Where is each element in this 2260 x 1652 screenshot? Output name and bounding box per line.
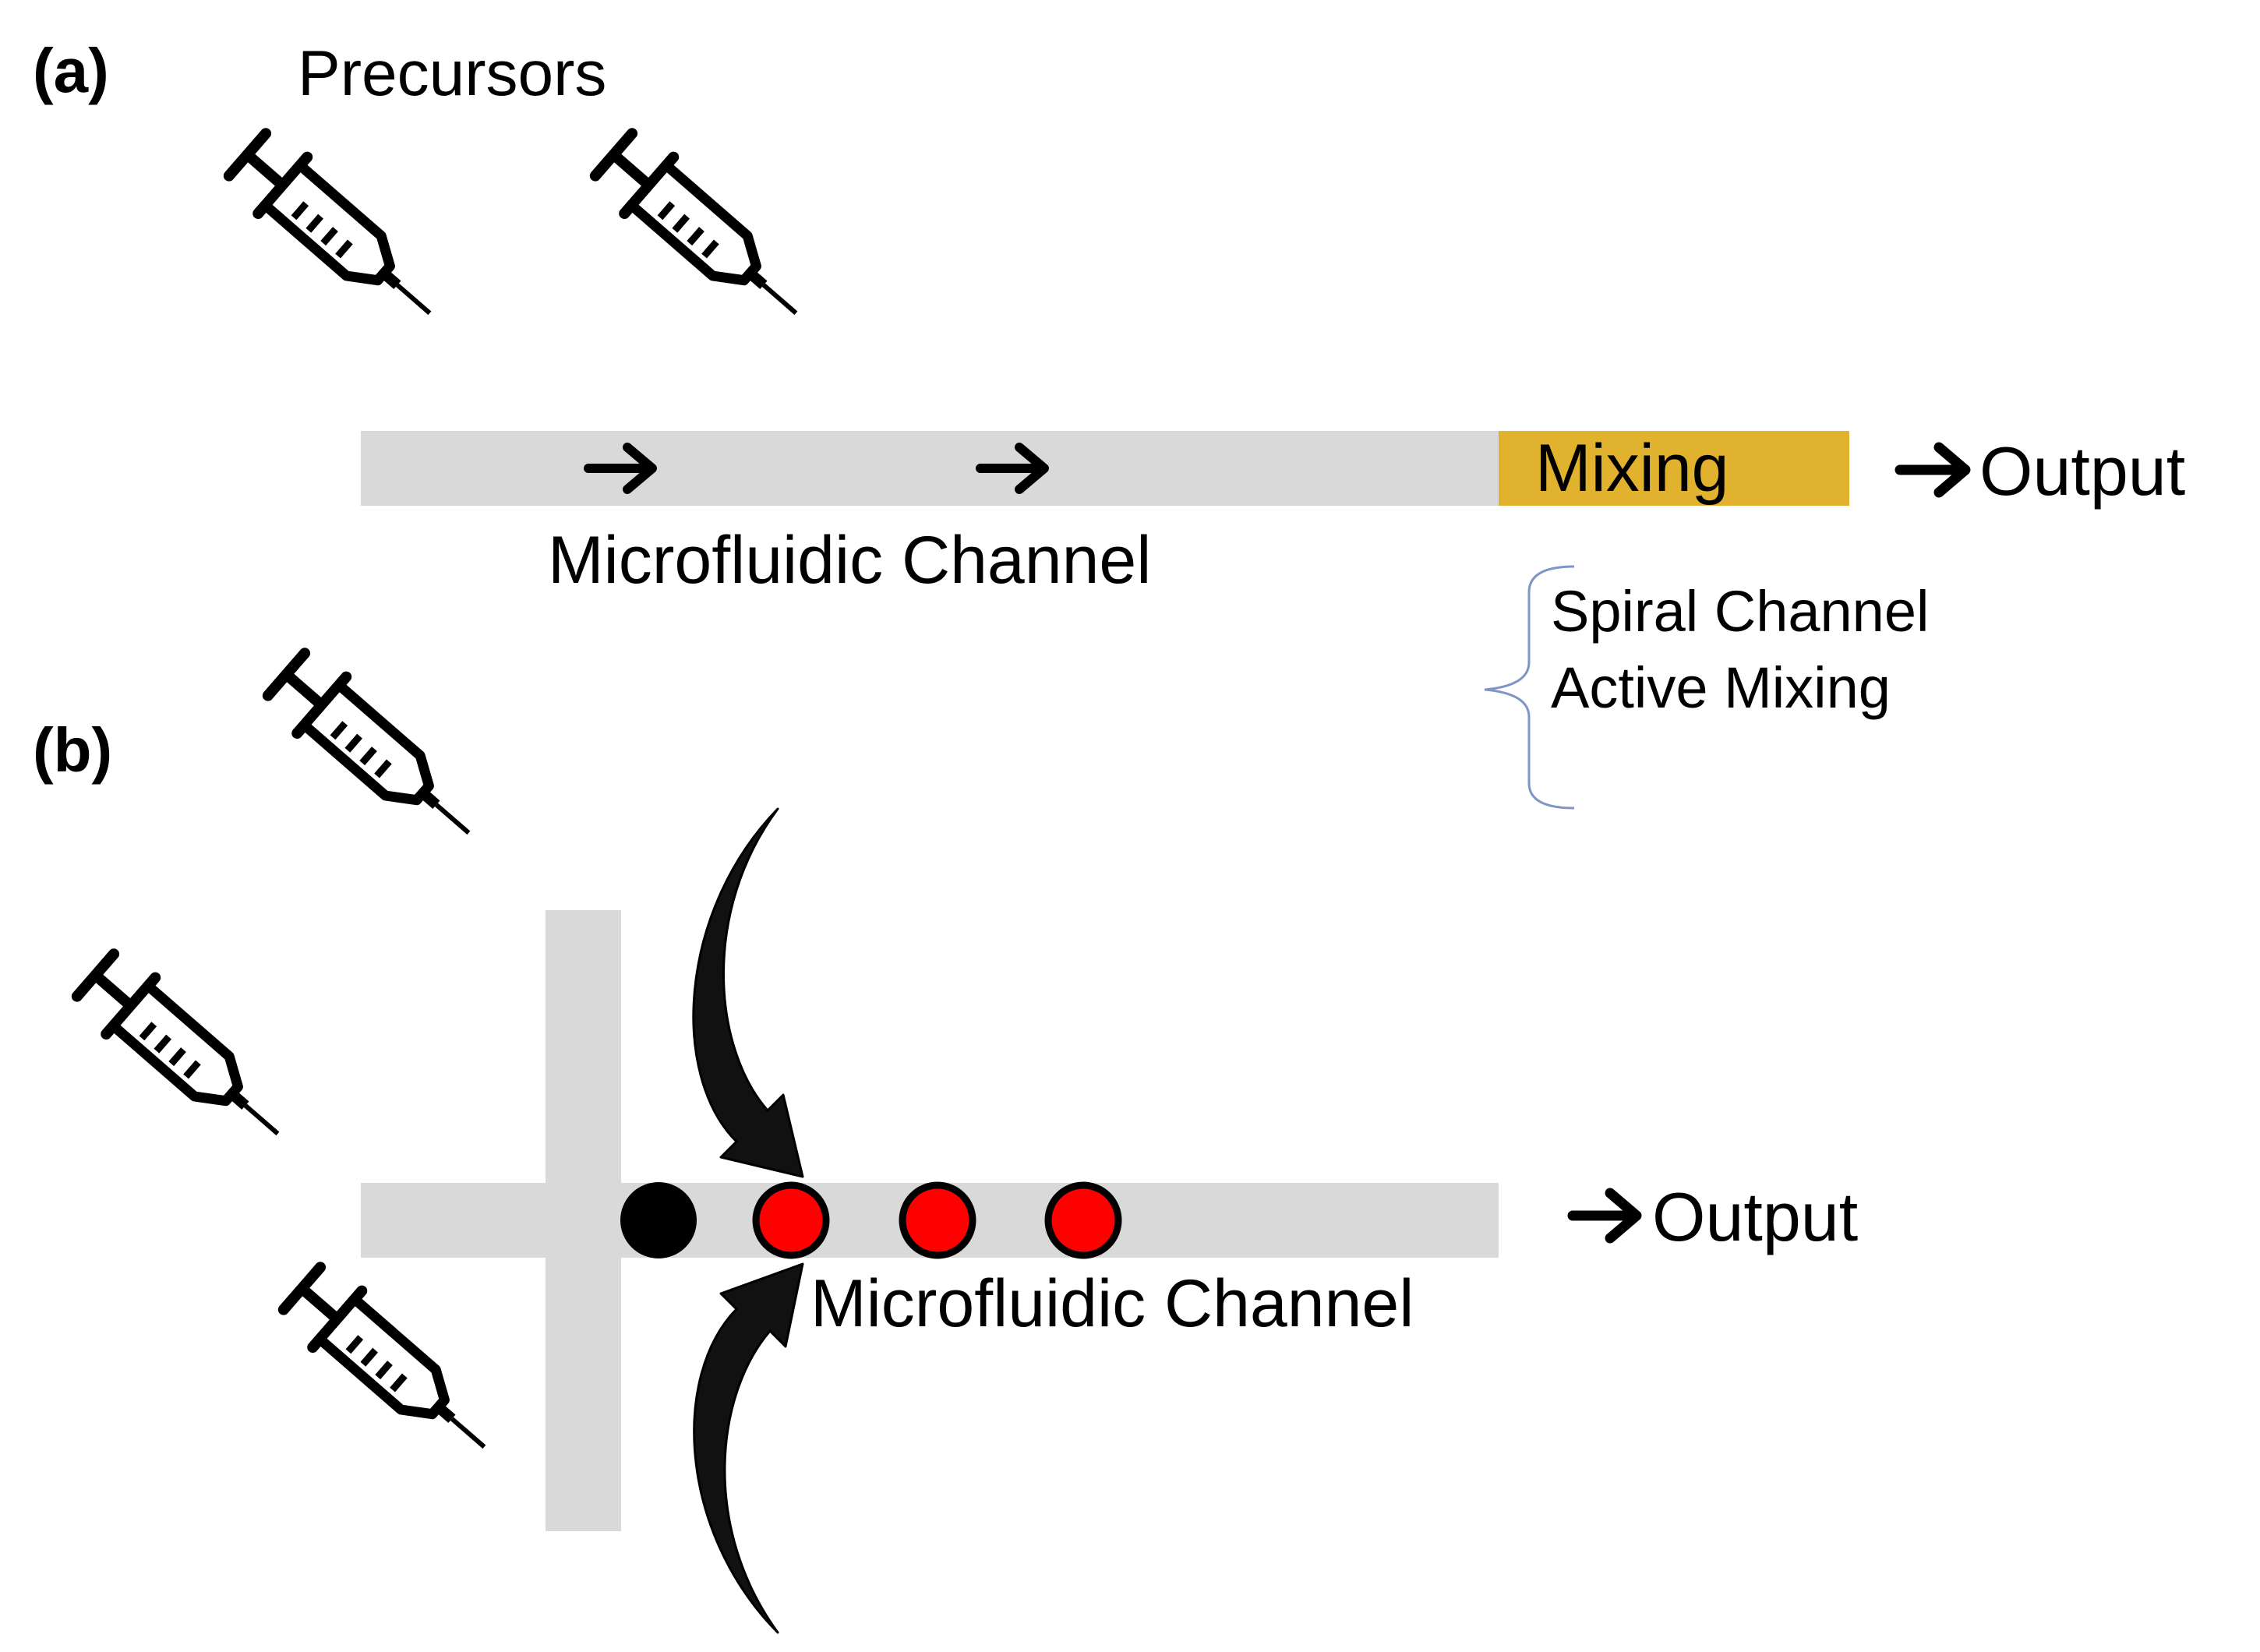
mixing-label: Mixing <box>1535 431 1729 506</box>
output-label: Output <box>1652 1178 1858 1255</box>
microfluidic-channel <box>361 431 1499 506</box>
curved-arrow-icon <box>692 807 804 1178</box>
curved-arrow-icon <box>693 1262 804 1634</box>
panel-b-label: (b) <box>33 715 112 785</box>
brace-icon <box>1484 565 1575 810</box>
output-label: Output <box>1979 432 2185 510</box>
panel-b: (b) Output Microfluidic Channel <box>33 646 1858 1634</box>
syringe-icon <box>277 1260 509 1475</box>
right-arrow-icon <box>1567 1188 1642 1244</box>
mixing-block <box>1499 431 1849 506</box>
brace-line-1: Spiral Channel <box>1551 579 1929 644</box>
droplet <box>752 1181 830 1259</box>
right-arrow-icon <box>1895 442 1971 498</box>
droplet <box>620 1182 697 1258</box>
right-arrow-icon <box>584 443 657 494</box>
syringe-icon <box>262 646 493 861</box>
right-arrow-icon <box>976 443 1049 494</box>
channel-label: Microfluidic Channel <box>548 523 1151 598</box>
syringe-icon <box>589 126 821 341</box>
precursors-label: Precursors <box>298 38 606 109</box>
brace-line-2: Active Mixing <box>1551 655 1891 720</box>
syringe-icon <box>71 947 302 1162</box>
panel-a-label: (a) <box>33 36 109 105</box>
droplet <box>899 1181 976 1259</box>
panel-a: (a) Precursors Mixing Output Microfluidi… <box>33 36 2185 810</box>
syringe-icon <box>223 126 454 341</box>
channel-label: Microfluidic Channel <box>810 1266 1414 1341</box>
droplet <box>1044 1181 1122 1259</box>
